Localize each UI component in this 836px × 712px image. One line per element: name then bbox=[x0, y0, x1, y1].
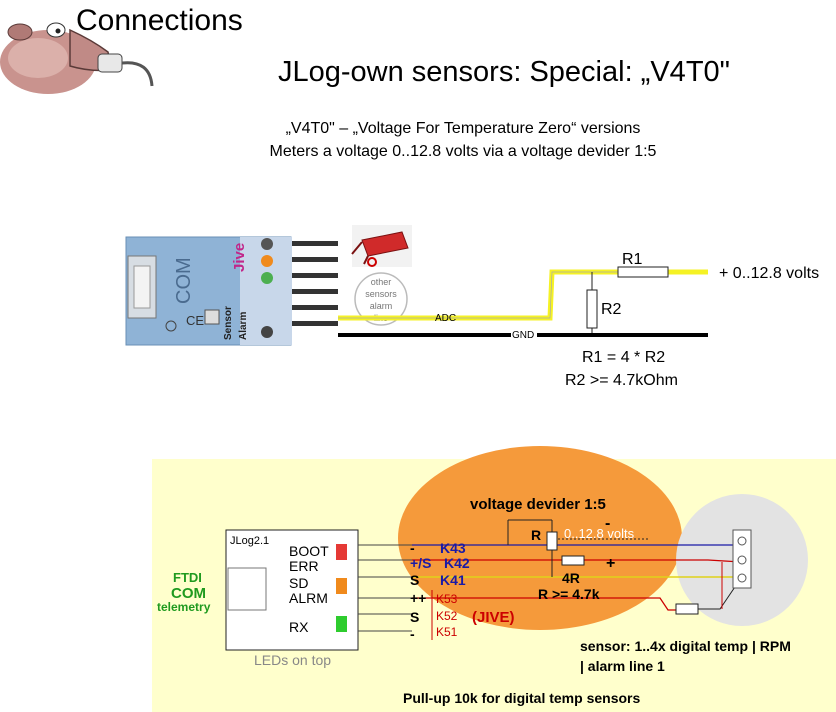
alrm-label: ALRM bbox=[289, 590, 328, 606]
bubble-line2-label: sensors bbox=[365, 289, 397, 299]
k41-label: K41 bbox=[440, 572, 466, 588]
mascot-logo-icon bbox=[0, 22, 154, 94]
leds-label: LEDs on top bbox=[254, 652, 331, 668]
alarm-line-bubble bbox=[354, 272, 408, 326]
boot-led-icon bbox=[336, 544, 347, 560]
svg-text:CE: CE bbox=[186, 313, 204, 328]
alarm-label: Alarm bbox=[238, 312, 249, 340]
k43-label: K43 bbox=[440, 540, 466, 556]
bubble-line3-label: alarm bbox=[370, 301, 393, 311]
formula-r2: R2 >= 4.7kOhm bbox=[565, 372, 678, 389]
k51-label: K51 bbox=[436, 625, 458, 639]
p-s1-label: S bbox=[410, 572, 419, 588]
adc-label: ADC bbox=[435, 313, 456, 324]
divider-ellipse bbox=[398, 446, 682, 630]
k42-label: K42 bbox=[444, 555, 470, 571]
voltage-label: + 0..12.8 volts bbox=[719, 265, 819, 282]
r-label: R bbox=[531, 527, 541, 543]
ftdi-label: FTDI bbox=[173, 570, 202, 585]
rx-label: RX bbox=[289, 619, 309, 635]
sensor-connector-icon bbox=[732, 529, 752, 589]
page-title: JLog-own sensors: Special: „V4T0" bbox=[278, 56, 730, 88]
r2-resistor-icon bbox=[586, 289, 598, 329]
rmin-label: R >= 4.7k bbox=[538, 586, 600, 602]
err-label: ERR bbox=[289, 558, 319, 574]
p-plus2-label: ++ bbox=[410, 590, 426, 606]
sd-led-icon bbox=[336, 578, 347, 594]
jive-label-2: (JIVE) bbox=[472, 609, 515, 626]
r1-resistor-icon bbox=[617, 266, 669, 278]
boot-label: BOOT bbox=[289, 543, 329, 559]
subtitle-line-1: „V4T0" – „Voltage For Temperature Zero“ … bbox=[285, 120, 641, 137]
sensor-label: Sensor bbox=[223, 306, 234, 340]
alarm-sensor-icon bbox=[351, 225, 412, 267]
divider-minus: - bbox=[605, 515, 610, 532]
com-label-2: COM bbox=[171, 585, 206, 602]
p-s2-label: S bbox=[410, 609, 419, 625]
wire-plus bbox=[412, 559, 742, 563]
telemetry-label: telemetry bbox=[157, 600, 211, 614]
sensor-note-2: | alarm line 1 bbox=[580, 658, 665, 674]
pullup-note: Pull-up 10k for digital temp sensors bbox=[403, 690, 640, 706]
com-connector-icon bbox=[227, 567, 267, 611]
rx-led-icon bbox=[336, 616, 347, 632]
formula-r1: R1 = 4 * R2 bbox=[582, 349, 665, 366]
r4-label: 4R bbox=[562, 570, 580, 586]
r-resistor-icon bbox=[546, 531, 558, 551]
jlog-device-icon: CE bbox=[125, 236, 338, 346]
p-plus-s-label: +/S bbox=[410, 555, 431, 571]
wire-alarm bbox=[412, 597, 676, 611]
gnd-label: GND bbox=[512, 330, 534, 341]
k53-label: K53 bbox=[436, 592, 458, 606]
r1-label: R1 bbox=[622, 251, 643, 268]
jive-label: Jive bbox=[231, 243, 248, 272]
p-minus-label: - bbox=[410, 540, 415, 556]
k52-label: K52 bbox=[436, 609, 458, 623]
divider-title: voltage devider 1:5 bbox=[470, 496, 606, 513]
pullup-resistor-icon bbox=[675, 603, 699, 615]
r2-label: R2 bbox=[601, 301, 622, 318]
p-minus2-label: - bbox=[410, 626, 415, 642]
com-label: COM bbox=[173, 257, 195, 304]
range-label: 0..12.8 volts bbox=[564, 526, 635, 541]
sd-label: SD bbox=[289, 575, 308, 591]
board-label: JLog2.1 bbox=[230, 535, 269, 547]
bubble-line1-label: other bbox=[371, 277, 392, 287]
subtitle-line-2: Meters a voltage 0..12.8 volts via a vol… bbox=[269, 143, 657, 160]
r4-resistor-icon bbox=[561, 555, 585, 566]
sensor-note-1: sensor: 1..4x digital temp | RPM bbox=[580, 638, 791, 654]
section-title: Connections bbox=[76, 4, 243, 37]
divider-plus: + bbox=[606, 555, 615, 572]
